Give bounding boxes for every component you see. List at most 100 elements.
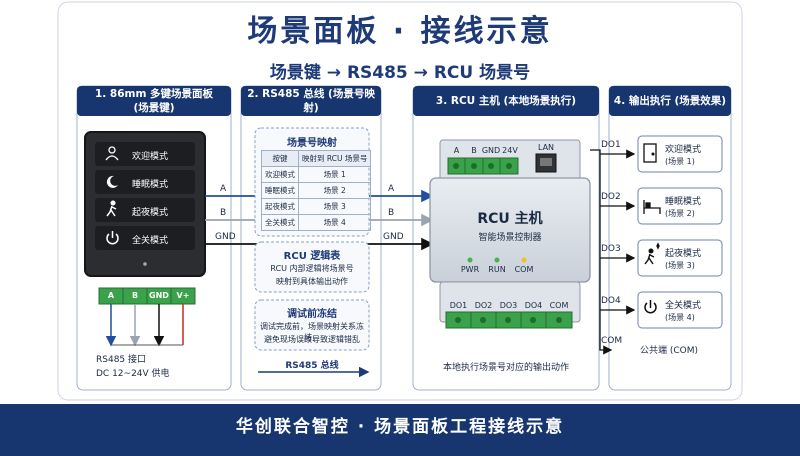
mapping-key: 睡眠模式 [261,182,299,199]
rcu-terminal-gnd: GND [481,146,501,155]
rcu-do2: DO2 [474,301,493,310]
output-label-2: 睡眠模式 [665,197,702,207]
led-run [494,257,500,263]
column-head-bg-3 [413,86,599,116]
logic-title: RCU 逻辑表 [283,251,341,262]
debug-line1: 调试完成前，场景映射关系冻结， [260,322,364,342]
panel-note-line1: RS485 接口 [96,355,147,365]
column-head-bg-4 [609,86,731,116]
power-icon [644,300,657,314]
panel-key-3 [95,198,195,222]
rcu-terminal-24v: 24V [502,146,518,155]
page-subtitle: 场景键 → RS485 → RCU 场景号 [269,63,531,83]
power-icon [106,231,119,245]
column-head-bg-2 [241,86,381,116]
column-head-bus-line1: 2. RS485 总线 (场景号映射) [247,88,375,114]
output-box-4 [637,291,723,329]
rcu-desc: 智能场景控制器 [478,233,542,243]
panel-key-1 [95,142,195,166]
mapping-key: 起夜模式 [261,198,299,215]
wire-label-gnd-rcu: GND [383,232,404,242]
logic-box [254,241,370,293]
mapping-key: 欢迎模式 [261,166,299,183]
rcu-terminal-b: B [471,146,477,155]
output-scene-1: (场景 1) [665,157,695,166]
column-head-panel-line2: (场景键) [133,102,175,114]
panel-key-label-1: 欢迎模式 [132,152,169,162]
moon-icon [106,175,118,188]
panel-note-line2: DC 12~24V 供电 [96,369,170,379]
panel-key-label-3: 起夜模式 [132,208,169,218]
mapping-header-key: 按键 [261,150,299,167]
output-channel-1: DO1 [601,140,621,150]
mapping-scene: 场景 2 [297,182,372,199]
led-label-pwr: PWR [460,265,480,274]
output-channel-2: DO2 [601,192,621,202]
output-label-1: 欢迎模式 [665,145,702,155]
debug-box [254,299,370,351]
wire-label-b-rcu: B [388,208,395,218]
bus-bottom-label: RS485 总线 [285,361,339,371]
rcu-terminal-a: A [453,146,460,155]
night-walk-icon [644,242,660,265]
person-icon [105,146,119,161]
output-scene-4: (场景 4) [665,313,695,322]
mapping-header-scene: 映射到 RCU 场景号 [297,150,372,167]
panel-terminal-a: A [107,291,115,300]
led-label-com: COM [514,265,534,274]
output-channel-3: DO3 [601,244,621,254]
led-com [521,257,527,263]
footer-banner: 华创联合智控 · 场景面板工程接线示意 [0,404,800,456]
walking-icon [106,200,117,217]
output-channel-4: DO4 [601,296,621,306]
output-box-2 [637,187,723,225]
rcu-do4: DO4 [524,301,543,310]
output-box-1 [637,135,723,173]
output-scene-2: (场景 2) [665,209,695,218]
output-box-3 [637,239,723,277]
wire-label-a-rcu: A [388,184,395,194]
wire-label-a: A [220,184,227,194]
column-head-panel-line1: 1. 86mm 多键场景面板 [94,88,214,100]
led-pwr [467,257,473,263]
mapping-table: 按键 映射到 RCU 场景号 欢迎模式场景 1 睡眠模式场景 2 起夜模式场景 … [261,150,372,231]
column-head-output: 4. 输出执行 (场景效果) [609,87,731,115]
panel-key-4 [95,226,195,250]
output-channel-com: COM [601,336,623,346]
column-head-rcu-line1: 3. RCU 主机 (本地场景执行) [435,95,577,107]
door-icon [643,143,657,163]
rcu-caption: 本地执行场景号对应的输出动作 [442,363,569,373]
debug-line2: 避免现场误改导致逻辑错乱 [264,335,360,344]
panel-indicator [143,262,147,266]
column-head-output-line1: 4. 输出执行 (场景效果) [613,95,727,107]
logic-line1: RCU 内部逻辑将场景号 [270,264,354,273]
column-head-bus: 2. RS485 总线 (场景号映射) [241,87,381,115]
output-label-4: 全关模式 [665,301,702,311]
mapping-scene: 场景 3 [297,198,372,215]
mapping-scene: 场景 1 [297,166,372,183]
column-head-bg-1 [77,86,231,116]
rcu-do1: DO1 [449,301,468,310]
output-trunk [590,149,613,355]
logic-line2: 映射到具体输出动作 [276,277,348,286]
panel-terminal-v: V+ [176,291,190,300]
mapping-key: 全关模式 [261,214,299,231]
column-head-rcu: 3. RCU 主机 (本地场景执行) [413,87,599,115]
outer-frame [57,1,743,401]
led-label-run: RUN [488,265,506,274]
rcu-lan-label: LAN [537,143,555,152]
mapping-title: 场景号映射 [287,138,337,149]
panel-key-label-4: 全关模式 [132,236,169,246]
page-title: 场景面板 · 接线示意 [247,14,553,49]
mapping-scene: 场景 4 [297,214,372,231]
rcu-do3: DO3 [499,301,518,310]
panel-terminal-gnd: GND [149,291,169,300]
panel-terminal-b: B [131,291,139,300]
bed-icon [643,200,661,214]
panel-key-label-2: 睡眠模式 [132,180,169,190]
column-head-panel: 1. 86mm 多键场景面板 (场景键) [77,87,231,115]
rcu-name: RCU 主机 [477,211,543,227]
panel-key-2 [95,170,195,194]
